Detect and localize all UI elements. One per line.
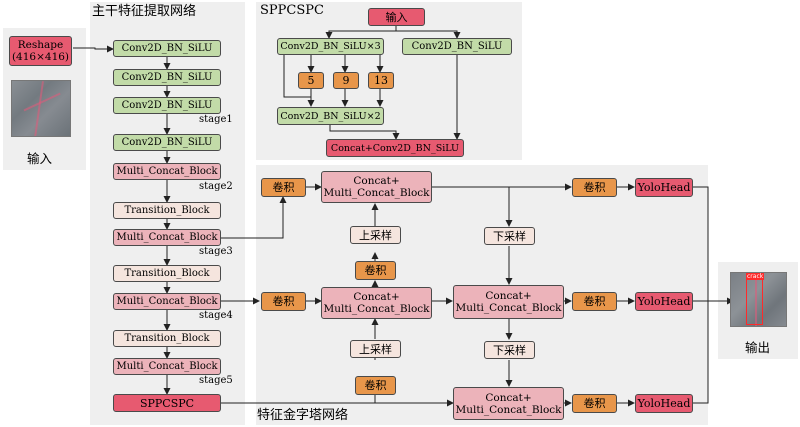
backbone-conv-3: Conv2D_BN_SiLU <box>113 97 221 114</box>
backbone-mcb-3: Multi_Concat_Block <box>113 293 221 310</box>
reshape-box: Reshape (416×416) <box>9 36 72 66</box>
fpn-conv-stage4: 卷积 <box>261 292 306 311</box>
output-image: crack <box>730 272 787 327</box>
fpn-concat-mid-left: Concat+ Multi_Concat_Block <box>321 287 432 319</box>
spp-conv-x3: Conv2D_BN_SiLU×3 <box>277 38 384 55</box>
backbone-conv-4: Conv2D_BN_SiLU <box>113 134 221 151</box>
yolohead-2: YoloHead <box>635 292 693 311</box>
fpn-concat-top: Concat+ Multi_Concat_Block <box>321 171 432 203</box>
backbone-conv-1: Conv2D_BN_SiLU <box>113 40 221 57</box>
backbone-mcb-1: Multi_Concat_Block <box>113 163 221 180</box>
fpn-out-conv-2: 卷积 <box>572 292 617 311</box>
fpn-concat-mid-left-label: Concat+ Multi_Concat_Block <box>323 291 430 315</box>
fpn-out-conv-1: 卷积 <box>572 178 617 197</box>
backbone-sppcspc: SPPCSPC <box>113 394 221 412</box>
fpn-conv-stage3: 卷积 <box>261 178 306 197</box>
input-image <box>11 80 71 137</box>
backbone-conv-2: Conv2D_BN_SiLU <box>113 69 221 86</box>
fpn-downsample-1: 下采样 <box>484 227 535 245</box>
spp-input: 输入 <box>368 8 425 26</box>
input-caption: 输入 <box>27 151 53 166</box>
fpn-conv-up-2: 卷积 <box>355 376 396 395</box>
backbone-transition-1: Transition_Block <box>113 202 221 219</box>
stage1-label: stage1 <box>199 114 233 125</box>
stage4-label: stage4 <box>199 310 233 321</box>
fpn-upsample-1: 上采样 <box>350 226 401 244</box>
sppcspc-title: SPPCSPC <box>260 3 324 18</box>
backbone-mcb-4: Multi_Concat_Block <box>113 358 221 375</box>
fpn-upsample-2: 上采样 <box>350 340 401 358</box>
spp-conv-right: Conv2D_BN_SiLU <box>402 38 512 55</box>
fpn-concat-mid-right-label: Concat+ Multi_Concat_Block <box>455 290 562 314</box>
fpn-out-conv-3: 卷积 <box>572 394 617 413</box>
spp-pool-9: 9 <box>333 72 359 89</box>
spp-pool-5: 5 <box>298 72 324 89</box>
reshape-label: Reshape (416×416) <box>11 39 70 63</box>
spp-concat: Concat+Conv2D_BN_SiLU <box>326 139 464 157</box>
backbone-title: 主干特征提取网络 <box>92 4 197 19</box>
spp-pool-13: 13 <box>368 72 394 89</box>
detection-box <box>746 277 763 325</box>
output-caption: 输出 <box>745 340 771 355</box>
fpn-concat-bottom-label: Concat+ Multi_Concat_Block <box>455 391 562 416</box>
yolohead-1: YoloHead <box>635 178 693 197</box>
stage2-label: stage2 <box>199 181 233 192</box>
input-crack-line <box>34 81 44 136</box>
output-crack-line <box>755 273 757 326</box>
spp-conv-x2: Conv2D_BN_SiLU×2 <box>277 107 384 125</box>
fpn-title: 特征金字塔网络 <box>257 408 349 423</box>
fpn-conv-up-1: 卷积 <box>355 261 396 280</box>
input-crack-line-2 <box>23 92 61 111</box>
yolohead-3: YoloHead <box>635 394 693 413</box>
backbone-transition-2: Transition_Block <box>113 265 221 282</box>
stage3-label: stage3 <box>199 246 233 257</box>
detection-tag: crack <box>746 273 765 280</box>
stage5-label: stage5 <box>199 375 233 386</box>
backbone-mcb-2: Multi_Concat_Block <box>113 229 221 246</box>
fpn-downsample-2: 下采样 <box>484 341 535 359</box>
fpn-concat-bottom: Concat+ Multi_Concat_Block <box>453 387 564 420</box>
fpn-concat-mid-right: Concat+ Multi_Concat_Block <box>453 285 564 319</box>
backbone-transition-3: Transition_Block <box>113 330 221 347</box>
fpn-concat-top-label: Concat+ Multi_Concat_Block <box>323 175 430 199</box>
